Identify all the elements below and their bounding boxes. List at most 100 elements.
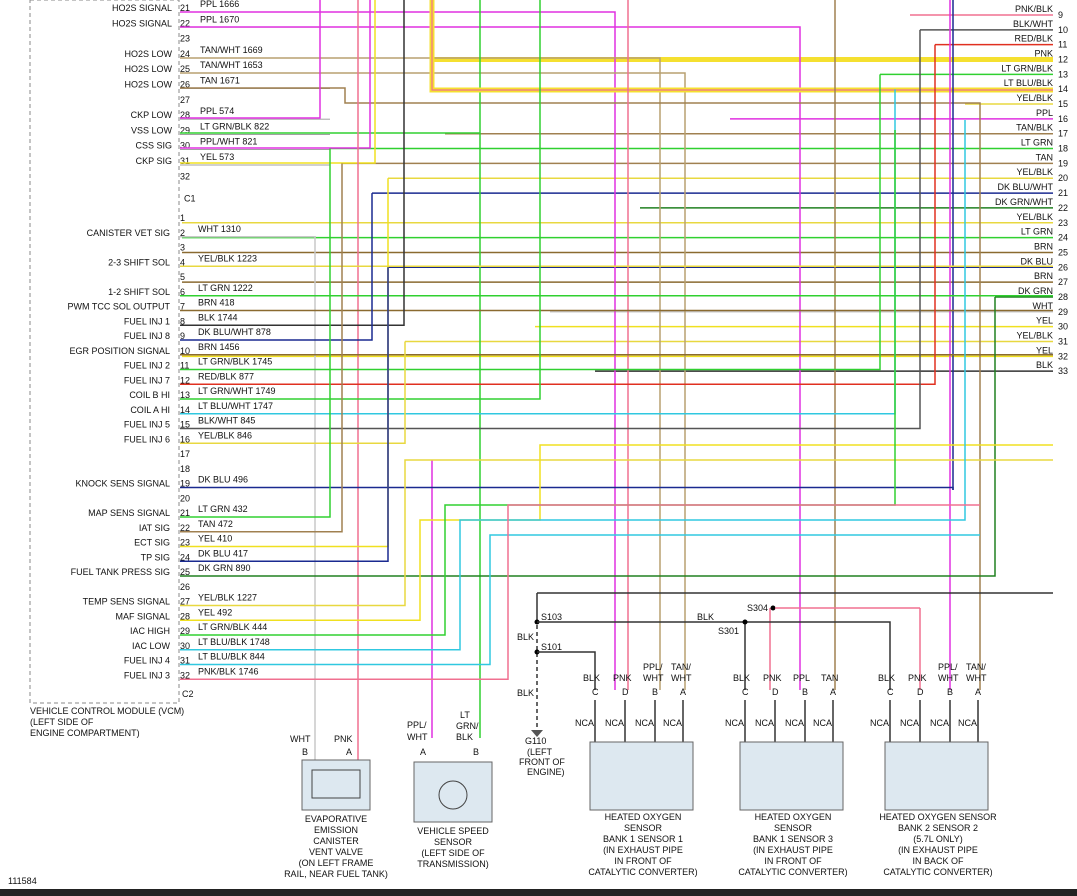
c2-wire-label: DK BLU 417 [198,548,248,558]
right-pin-number: 30 [1058,322,1068,332]
c2-pin-signal: 2-3 SHIFT SOL [108,257,170,267]
c2-pin-number: 11 [180,361,189,371]
right-wire-label: DK BLU [1020,256,1053,266]
ho2s-label-line: CATALYTIC CONVERTER) [883,867,992,877]
splice-s304-dot [770,605,776,611]
right-wire-label: BRN [1034,271,1053,281]
c2-pin-number: 30 [180,641,190,651]
c2-wire-label: LT GRN/BLK 1745 [198,357,272,367]
right-wire-label: DK GRN/WHT [995,197,1053,207]
ho2s-pin-letter: A [975,687,981,697]
c1-pin-number: 23 [180,34,190,44]
inj6-wire [180,341,406,444]
ho2s-pin-wire: WHT [966,673,987,683]
c2-wire-label: DK BLU/WHT 878 [198,327,271,337]
c2-pin-number: 9 [180,331,185,341]
right-pin-number: 29 [1058,307,1068,317]
c2-pin-signal: CANISTER VET SIG [87,228,170,238]
ho2s-pin-letter: D [622,687,629,697]
ho2s-label-line: (IN EXHAUST PIPE [898,845,978,855]
vss-pin-wire: PPL/ [407,720,427,730]
c2-pin-signal: KNOCK SENS SIGNAL [75,479,170,489]
ho2s-body [589,741,694,811]
ho2s22-blk-wire [745,621,891,690]
c2-pin-number: 22 [180,523,190,533]
c1-wire-label: PPL 1666 [200,0,239,9]
c2-pin-signal: PWM TCC SOL OUTPUT [67,302,170,312]
c2-pin-signal: TP SIG [141,552,170,562]
c1-pin-number: 31 [180,156,190,166]
right-pin-number: 10 [1058,25,1068,35]
right-wire-label: PPL [1036,108,1053,118]
evap-label-line: VENT VALVE [309,847,363,857]
inj3-wire [180,504,980,680]
right-wire-label: YEL [1036,345,1053,355]
vss-pin-wire: BLK [456,732,473,742]
nca-label: NCA [635,718,654,728]
vss-pin-wire: WHT [407,732,428,742]
ho2s-pin-letter: B [802,687,808,697]
ho2s-label-line: (IN EXHAUST PIPE [603,845,683,855]
right-wire-label: LT GRN/BLK [1001,63,1053,73]
ho2s-pin-wire: PPL/ [938,662,958,672]
bottom-bar [0,889,1077,896]
c1-pin-number: 25 [180,64,190,74]
evap-pin-wire: WHT [290,734,311,744]
right-pin-number: 21 [1058,188,1068,198]
right-pin-number: 26 [1058,262,1068,272]
c2-wire-label: BLK/WHT 845 [198,416,255,426]
ckp-low-wire [180,0,321,119]
c2-pin-signal: ECT SIG [134,538,170,548]
c2-wire-label: BLK 1744 [198,312,238,322]
c2-wire-label: YEL/BLK 846 [198,430,252,440]
ho2s-pin-wire: PNK [613,673,632,683]
right-wire-label: BRN [1034,241,1053,251]
right-pin-number: 17 [1058,129,1068,139]
ho2s-signal-wire [180,26,801,690]
c2-pin-number: 24 [180,552,190,562]
c2-pin-number: 17 [180,449,190,459]
right-pin-number: 16 [1058,114,1068,124]
vss-label-line: VEHICLE SPEED [417,826,489,836]
right-pin-number: 31 [1058,336,1068,346]
blk-label: BLK [517,688,534,698]
inj2-wire [180,74,881,371]
c2-pin-number: 13 [180,390,190,400]
right-wire-label: YEL/BLK [1016,330,1053,340]
evap-label-line: EVAPORATIVE [305,814,367,824]
right-wire-label: BLK [1036,360,1053,370]
c2-wire-label: DK GRN 890 [198,563,251,573]
map-wire [180,148,331,518]
ho2s-label-line: BANK 1 SENSOR 3 [753,834,833,844]
inj7-wire [180,44,936,385]
fuel-tank-press-wire [180,296,996,577]
vss-label-line: (LEFT SIDE OF [421,848,485,858]
c2-pin-number: 2 [180,228,185,238]
blk-label: BLK [517,632,534,642]
canister-vent-wire [180,236,316,238]
ho2s-label-line: CATALYTIC CONVERTER) [738,867,847,877]
ho2s-pin-wire: BLK [583,673,600,683]
ho2s-pin-letter: D [917,687,924,697]
right-wire-label: LT GRN [1021,227,1053,237]
knock-wire [180,486,954,490]
c2-pin-number: 18 [180,464,190,474]
c2-pin-number: 19 [180,479,190,489]
nca-label: NCA [663,718,682,728]
right-pin-number: 15 [1058,99,1068,109]
right-wire-label: PNK [1034,49,1053,59]
c2-wire-label: LT BLU/WHT 1747 [198,401,273,411]
c2-pin-signal: COIL B HI [129,390,170,400]
c2-pin-number: 7 [180,302,185,312]
right-pin-number: 24 [1058,233,1068,243]
ho2s-pin-wire: TAN [821,673,838,683]
c2-pin-number: 28 [180,611,190,621]
splice-s301-label: S301 [718,626,739,636]
ho2s-label-line: SENSOR [624,823,663,833]
c1-pin-signal: HO2S LOW [124,49,172,59]
c2-pin-number: 3 [180,243,185,253]
blk-label: BLK [697,612,714,622]
ho2s-label-line: HEATED OXYGEN SENSOR [879,812,997,822]
ho2s-signal-wire [180,11,616,690]
